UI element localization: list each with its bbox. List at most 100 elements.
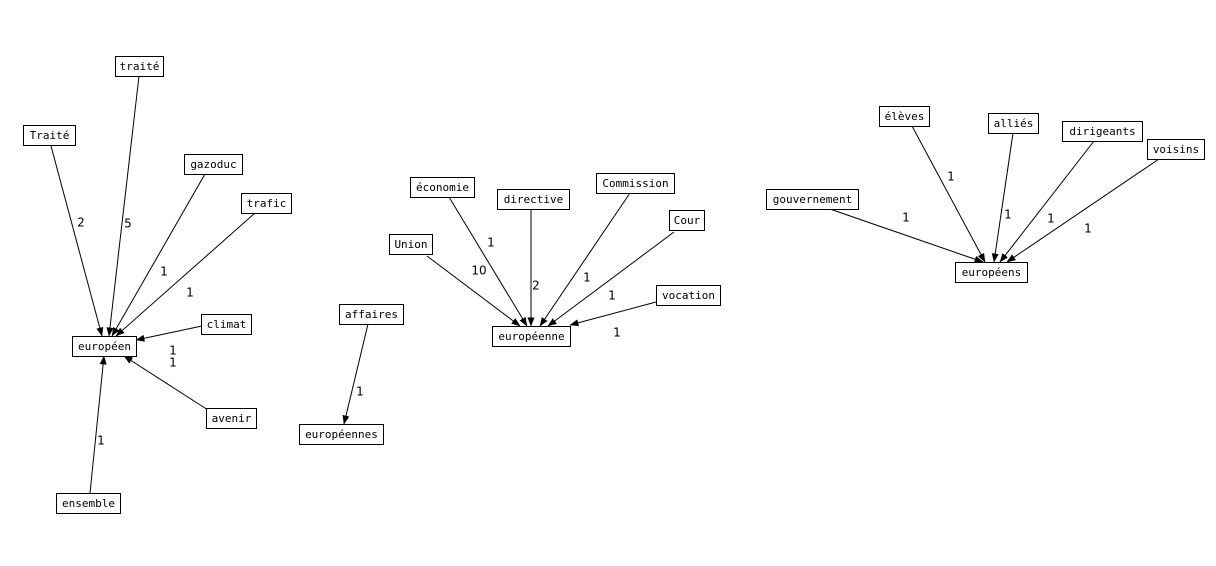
node-trafic[interactable]: trafic (241, 193, 292, 214)
node-label: avenir (212, 412, 252, 425)
node-box (241, 193, 292, 214)
node-commission[interactable]: Commission (596, 173, 675, 194)
edge-weight-economie-to-europeenne: 1 (487, 236, 495, 250)
node-europeen[interactable]: européen (72, 336, 137, 357)
node-allies[interactable]: alliés (988, 113, 1039, 134)
node-label: gazoduc (190, 158, 236, 171)
node-label: gouvernement (773, 193, 852, 206)
node-label: Union (394, 238, 427, 251)
node-gouvernement[interactable]: gouvernement (766, 189, 859, 210)
edge-weight-allies-to-europeens: 1 (1004, 208, 1012, 222)
edge-weight-gouvernement-to-europeens: 1 (902, 211, 910, 225)
node-label: Commission (602, 177, 668, 190)
node-box (389, 234, 433, 255)
node-box (879, 106, 930, 127)
node-label: affaires (345, 308, 398, 321)
node-label: trafic (247, 197, 287, 210)
node-ensemble[interactable]: ensemble (56, 493, 121, 514)
edge-ensemble-to-europeen (89, 355, 107, 494)
node-box (56, 493, 121, 514)
node-label: dirigeants (1069, 125, 1135, 138)
node-box (492, 326, 571, 347)
edge-cour-to-europeenne (547, 231, 675, 327)
node-vocation[interactable]: vocation (656, 285, 721, 306)
node-box (206, 408, 257, 429)
node-label: traité (120, 60, 160, 73)
node-cour[interactable]: Cour (669, 210, 705, 231)
node-box (656, 285, 721, 306)
node-traite[interactable]: traité (115, 56, 164, 77)
node-union[interactable]: Union (389, 234, 433, 255)
node-label: européennes (305, 428, 378, 441)
node-label: vocation (662, 289, 715, 302)
node-label: alliés (994, 117, 1034, 130)
node-avenir[interactable]: avenir (206, 408, 257, 429)
node-label: économie (416, 181, 469, 194)
node-box (184, 154, 243, 175)
node-climat[interactable]: climat (201, 314, 252, 335)
node-box (299, 424, 384, 445)
node-eleves[interactable]: élèves (879, 106, 930, 127)
edge-vocation-to-europeenne (569, 301, 657, 327)
node-europeens[interactable]: européens (955, 262, 1028, 283)
edge-weight-directive-to-europeenne: 2 (532, 279, 540, 293)
node-box (1062, 121, 1143, 142)
node-europeenne[interactable]: européenne (492, 326, 571, 347)
edge-union-to-europeenne (426, 255, 521, 327)
edge-economie-to-europeenne (448, 196, 528, 327)
node-box (410, 177, 475, 198)
edge-dirigeants-to-europeens (999, 140, 1095, 263)
edge-weight-traite-to-europeen: 5 (124, 217, 132, 231)
edge-weight-cour-to-europeenne: 1 (608, 289, 616, 303)
edges-layer (50, 75, 1160, 494)
node-label: européens (962, 266, 1022, 279)
edge-weight-climat-to-europeen: 1 (169, 344, 177, 358)
node-box (497, 189, 570, 210)
node-voisins[interactable]: voisins (1147, 139, 1205, 160)
node-traite_cap[interactable]: Traité (23, 125, 76, 146)
edge-weight-ensemble-to-europeen: 1 (97, 434, 105, 448)
edge-weight-union-to-europeenne: 10 (471, 264, 486, 278)
node-directive[interactable]: directive (497, 189, 570, 210)
edge-voisins-to-europeens (1006, 158, 1160, 263)
edge-eleves-to-europeens (911, 125, 986, 263)
node-economie[interactable]: économie (410, 177, 475, 198)
edge-affaires-to-europeennes (342, 323, 369, 425)
node-box (72, 336, 137, 357)
node-label: voisins (1153, 143, 1199, 156)
node-box (23, 125, 76, 146)
edge-gazoduc-to-europeen (111, 173, 206, 337)
node-box (766, 189, 859, 210)
edge-weight-trafic-to-europeen: 1 (186, 286, 194, 300)
nodes-layer: Traité traité gazoduc trafic climat européen a… (23, 56, 1205, 514)
edge-gouvernement-to-europeens (829, 208, 984, 263)
node-affaires[interactable]: affaires (339, 304, 404, 325)
node-label: climat (207, 318, 247, 331)
node-box (596, 173, 675, 194)
edge-weight-commission-to-europeenne: 1 (583, 271, 591, 285)
edge-climat-to-europeen (135, 325, 203, 342)
node-box (1147, 139, 1205, 160)
edge-trafic-to-europeen (115, 212, 256, 337)
edge-traite-to-europeen (106, 75, 140, 337)
node-box (339, 304, 404, 325)
edge-weight-avenir-to-europeen: 1 (169, 356, 177, 370)
node-box (115, 56, 164, 77)
node-label: Cour (674, 214, 701, 227)
edge-weight-gazoduc-to-europeen: 1 (160, 265, 168, 279)
edge-avenir-to-europeen (123, 355, 209, 411)
edge-weight-affaires-to-europeennes: 1 (356, 385, 364, 399)
node-dirigeants[interactable]: dirigeants (1062, 121, 1143, 142)
node-gazoduc[interactable]: gazoduc (184, 154, 243, 175)
edge-weight-vocation-to-europeenne: 1 (613, 326, 621, 340)
edge-commission-to-europeenne (539, 192, 631, 327)
node-box (201, 314, 252, 335)
edge-weight-voisins-to-europeens: 1 (1084, 222, 1092, 236)
edge-traite_cap-to-europeen (50, 145, 104, 337)
node-europeennes[interactable]: européennes (299, 424, 384, 445)
node-box (988, 113, 1039, 134)
edge-weight-traite_cap-to-europeen: 2 (77, 216, 85, 230)
edge-weight-dirigeants-to-europeens: 1 (1047, 212, 1055, 226)
